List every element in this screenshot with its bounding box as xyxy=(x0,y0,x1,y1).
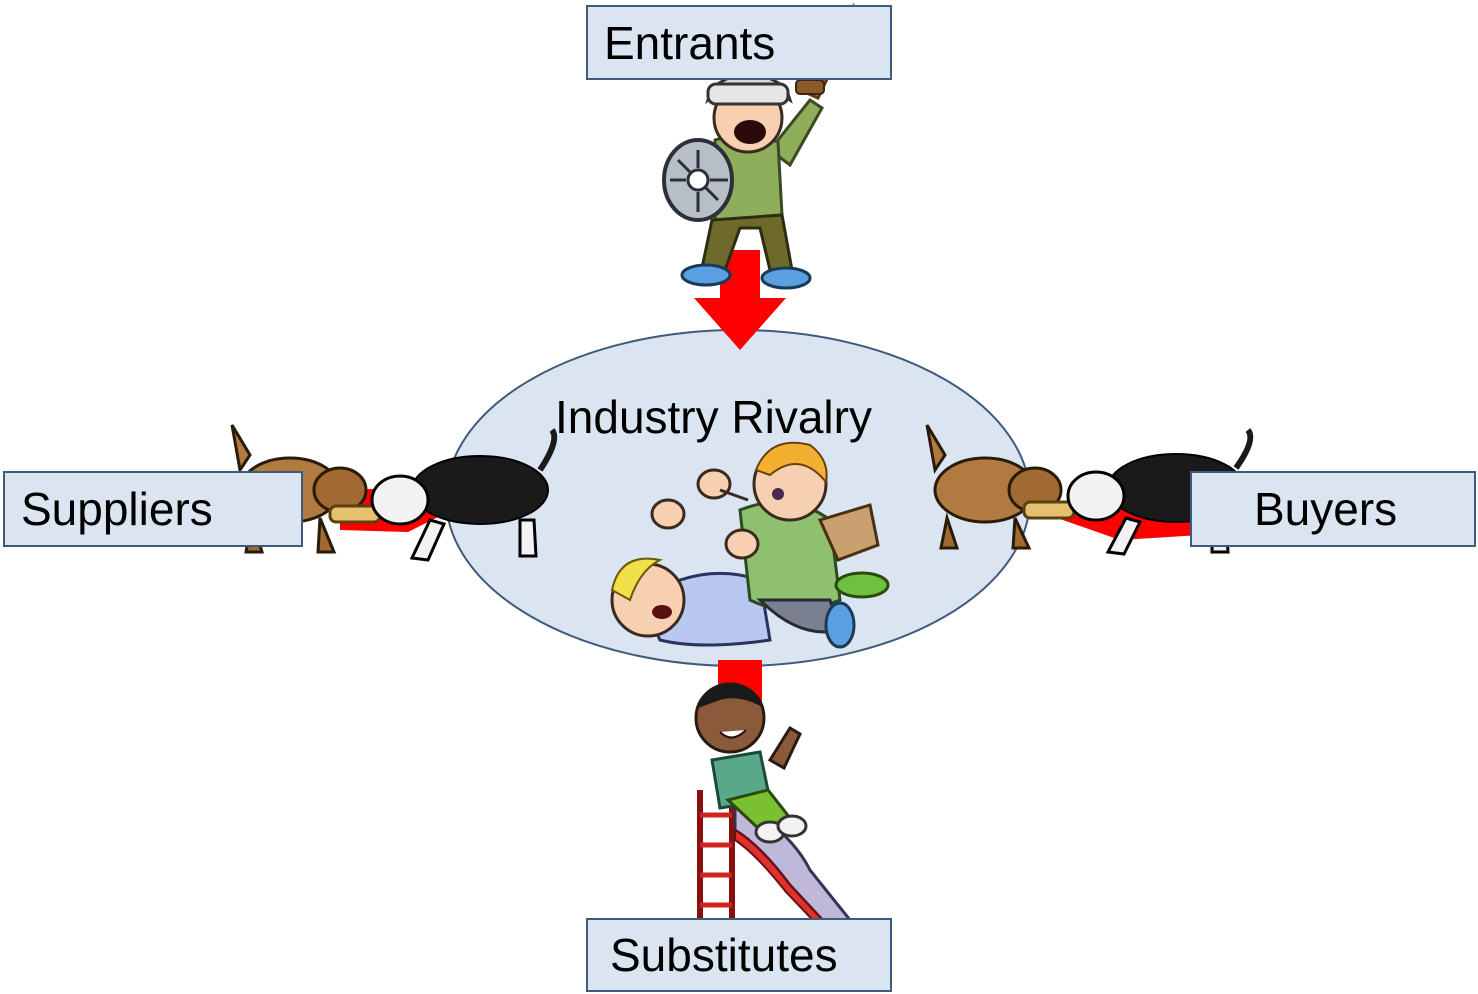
fighting-children-icon xyxy=(610,441,890,649)
buyers-box: Buyers xyxy=(1190,471,1476,547)
suppliers-box: Suppliers xyxy=(3,471,303,547)
child-on-slide-icon xyxy=(694,682,853,936)
tug-of-war-dogs-icon xyxy=(925,424,1254,556)
substitutes-box: Substitutes xyxy=(586,918,892,992)
industry-rivalry-label: Industry Rivalry xyxy=(555,391,872,443)
buyers-label: Buyers xyxy=(1254,483,1398,535)
substitutes-label: Substitutes xyxy=(610,929,838,981)
entrants-box: Entrants xyxy=(586,5,892,80)
entrants-label: Entrants xyxy=(604,16,776,69)
suppliers-label: Suppliers xyxy=(21,483,213,535)
